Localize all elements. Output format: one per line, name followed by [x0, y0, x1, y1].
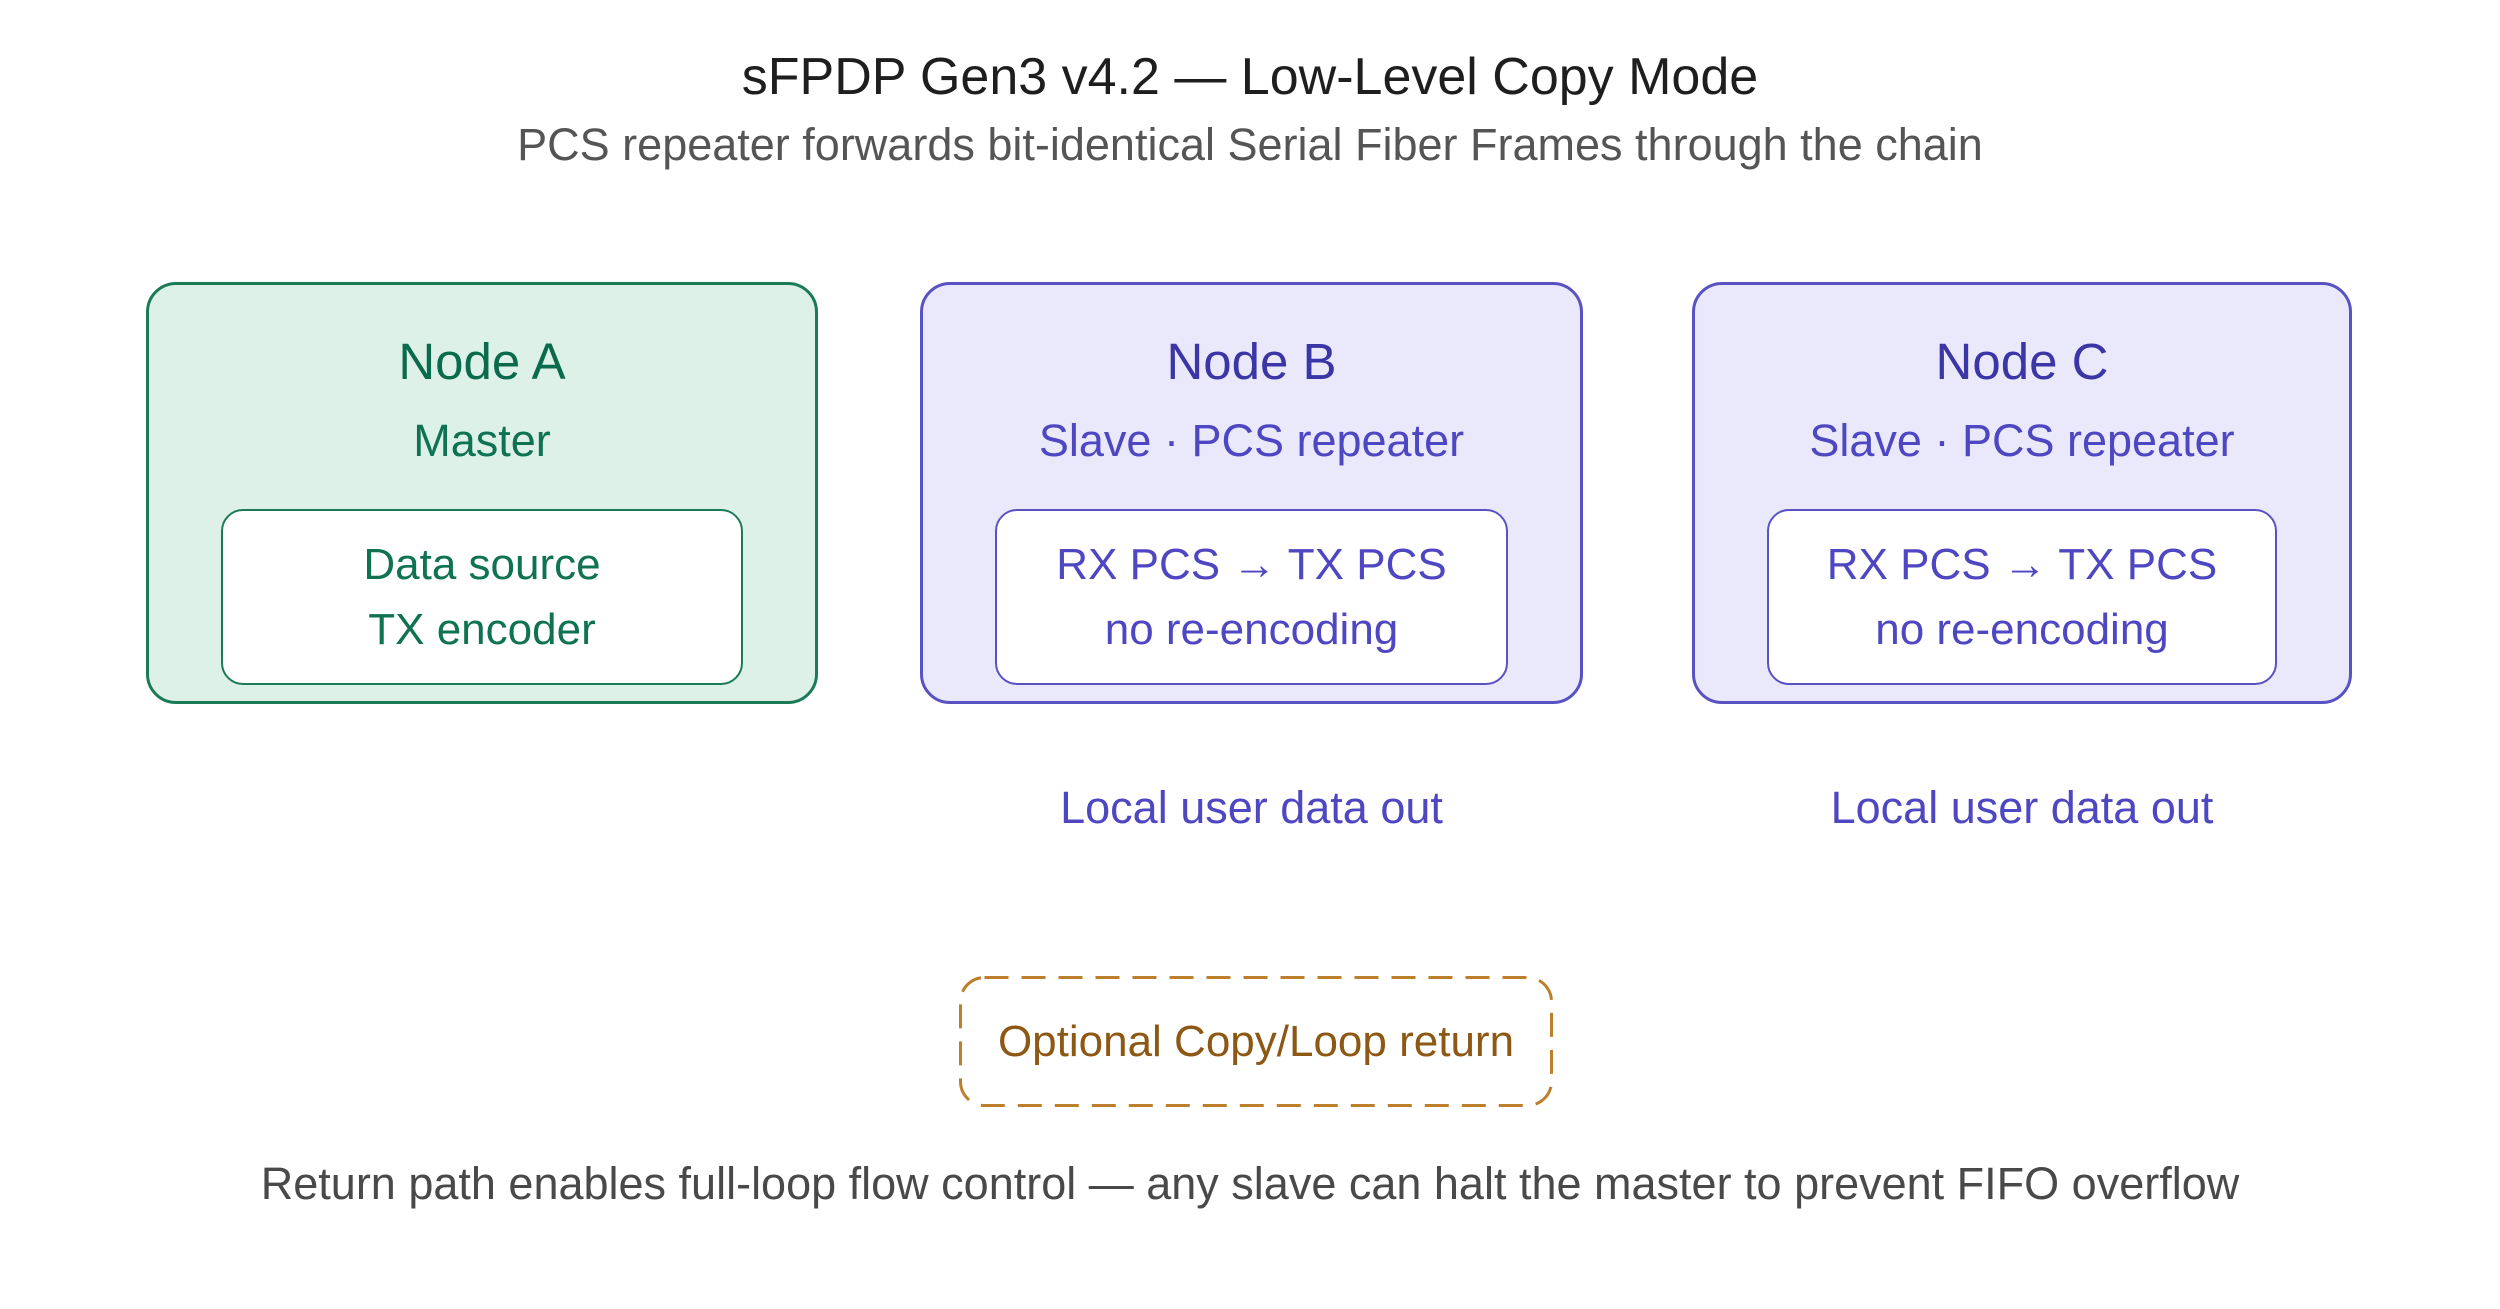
optional-return-label: Optional Copy/Loop return — [997, 1016, 1515, 1066]
optional-return-box: Optional Copy/Loop return — [958, 975, 1554, 1108]
node-b-title: Node B — [1166, 333, 1337, 390]
node-b-role: Slave · PCS repeater — [1038, 415, 1465, 466]
node-b-function-line-2: no re-encoding — [1104, 605, 1399, 654]
node-a-role: Master — [413, 415, 551, 466]
node-c-function-line-2: no re-encoding — [1875, 605, 2169, 654]
diagram-title: sFPDP Gen3 v4.2 — Low-Level Copy Mode — [741, 48, 1759, 106]
node-b-function-line-1: RX PCS → TX PCS — [1056, 540, 1447, 589]
node-a-function-box: Data source TX encoder — [221, 509, 743, 685]
node-c-function-line-1: RX PCS → TX PCS — [1826, 540, 2218, 589]
node-a-function-line-1: Data source — [363, 540, 601, 589]
node-a-function-line-2: TX encoder — [368, 605, 596, 654]
node-b-card: Node B Slave · PCS repeater RX PCS → TX … — [920, 282, 1583, 704]
node-c-title: Node C — [1935, 333, 2109, 390]
node-a-title: Node A — [398, 333, 566, 390]
node-b-output-label: Local user data out — [1060, 782, 1443, 833]
node-c-role: Slave · PCS repeater — [1809, 415, 2235, 466]
node-b-function-box: RX PCS → TX PCS no re-encoding — [995, 509, 1508, 685]
node-c-output-label: Local user data out — [1830, 782, 2214, 833]
node-c-function-box: RX PCS → TX PCS no re-encoding — [1767, 509, 2277, 685]
footer-caption: Return path enables full-loop flow contr… — [260, 1158, 2240, 1209]
dashed-border-outline — [959, 976, 1553, 1107]
node-c-card: Node C Slave · PCS repeater RX PCS → TX … — [1692, 282, 2352, 704]
diagram-subtitle: PCS repeater forwards bit-identical Seri… — [517, 119, 1983, 170]
node-a-card: Node A Master Data source TX encoder — [146, 282, 818, 704]
